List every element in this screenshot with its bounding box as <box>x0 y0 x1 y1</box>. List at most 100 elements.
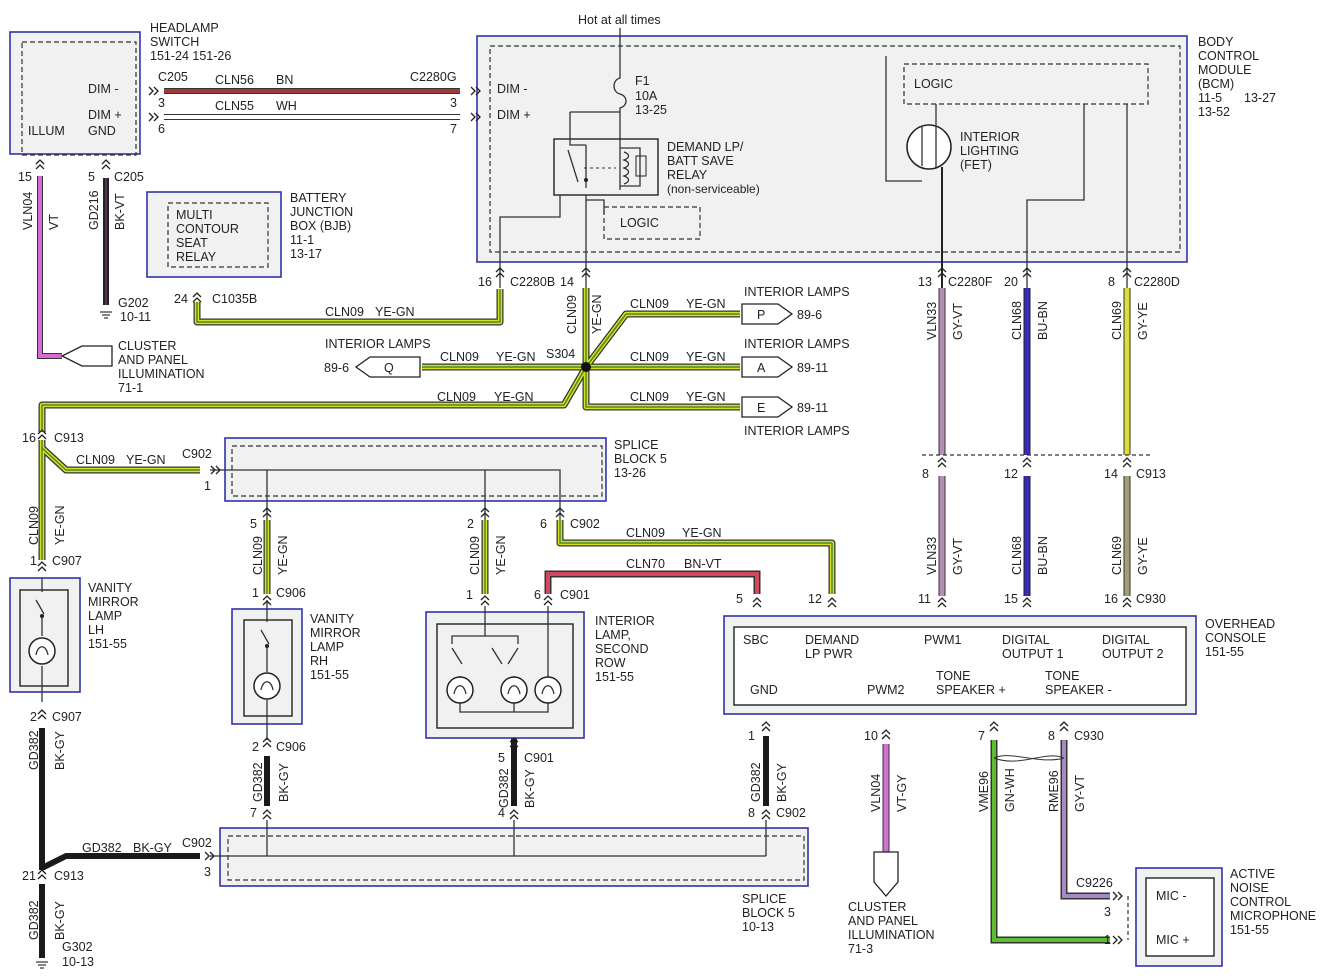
svg-text:3: 3 <box>1104 905 1111 919</box>
svg-text:PWM2: PWM2 <box>867 683 905 697</box>
svg-text:1: 1 <box>1104 933 1111 947</box>
svg-text:GD382: GD382 <box>497 768 511 808</box>
svg-text:2: 2 <box>467 517 474 531</box>
svg-text:YE-GN: YE-GN <box>590 294 604 334</box>
svg-text:3: 3 <box>204 865 211 879</box>
svg-text:LP PWR: LP PWR <box>805 647 853 661</box>
svg-text:C906: C906 <box>276 740 306 754</box>
svg-text:89-11: 89-11 <box>797 361 828 375</box>
svg-text:Q: Q <box>384 361 394 375</box>
svg-text:SPLICE: SPLICE <box>742 892 786 906</box>
svg-text:C906: C906 <box>276 586 306 600</box>
svg-text:11-5: 11-5 <box>1198 91 1222 105</box>
headlamp-switch: DIM - DIM + ILLUM GND HEADLAMP SWITCH 15… <box>9 21 231 156</box>
svg-text:DEMAND LP/: DEMAND LP/ <box>667 140 744 154</box>
svg-text:C205: C205 <box>114 170 144 184</box>
wire-cln70 <box>546 572 759 594</box>
svg-text:CLN56: CLN56 <box>215 73 254 87</box>
svg-text:LH: LH <box>88 623 104 637</box>
svg-text:G202: G202 <box>118 296 149 310</box>
vanity-mirror-lamp-rh: VANITY MIRROR LAMP RH 151-55 <box>231 600 361 740</box>
svg-text:VME96: VME96 <box>977 771 991 812</box>
svg-text:NOISE: NOISE <box>1230 881 1269 895</box>
svg-text:CLN09: CLN09 <box>630 297 669 311</box>
svg-text:VANITY: VANITY <box>310 612 355 626</box>
overhead-console: SBC DEMAND LP PWR PWM1 DIGITAL OUTPUT 1 … <box>723 615 1275 715</box>
svg-text:BATT SAVE: BATT SAVE <box>667 154 734 168</box>
svg-text:HEADLAMP: HEADLAMP <box>150 21 219 35</box>
svg-text:GD382: GD382 <box>251 762 265 802</box>
svg-text:OUTPUT 2: OUTPUT 2 <box>1102 647 1164 661</box>
svg-text:GD382: GD382 <box>749 762 763 802</box>
svg-text:11: 11 <box>918 592 931 606</box>
svg-text:SPEAKER -: SPEAKER - <box>1045 683 1112 697</box>
svg-text:2: 2 <box>252 740 259 754</box>
svg-text:AND PANEL: AND PANEL <box>848 914 918 928</box>
svg-text:CLN09: CLN09 <box>468 536 482 575</box>
svg-text:MIRROR: MIRROR <box>310 626 361 640</box>
svg-text:GN-WH: GN-WH <box>1003 768 1017 812</box>
svg-text:RME96: RME96 <box>1047 770 1061 812</box>
svg-text:6: 6 <box>540 517 547 531</box>
svg-text:BK-VT: BK-VT <box>113 193 127 230</box>
svg-text:CLN09: CLN09 <box>437 390 476 404</box>
svg-text:10-11: 10-11 <box>120 310 151 324</box>
svg-text:16: 16 <box>22 431 36 445</box>
svg-text:LAMP,: LAMP, <box>595 628 631 642</box>
svg-text:LOGIC: LOGIC <box>620 216 659 230</box>
svg-text:8: 8 <box>1108 275 1115 289</box>
svg-text:SEAT: SEAT <box>176 236 208 250</box>
svg-text:CLN09: CLN09 <box>565 295 579 334</box>
svg-text:CONSOLE: CONSOLE <box>1205 631 1266 645</box>
svg-text:5: 5 <box>250 517 257 531</box>
splice-s304-dot <box>581 362 591 372</box>
svg-text:RELAY: RELAY <box>667 168 708 182</box>
svg-text:BK-GY: BK-GY <box>53 900 67 940</box>
svg-text:CLUSTER: CLUSTER <box>848 900 906 914</box>
svg-text:GD382: GD382 <box>82 841 122 855</box>
body-control-module: DIM - DIM + BODY CONTROL MODULE (BCM) 11… <box>476 35 1276 288</box>
svg-text:151-55: 151-55 <box>310 668 349 682</box>
svg-text:C901: C901 <box>524 751 554 765</box>
svg-text:GY-VT: GY-VT <box>951 303 965 340</box>
svg-text:YE-GN: YE-GN <box>686 350 726 364</box>
svg-text:CLN68: CLN68 <box>1010 536 1024 575</box>
svg-text:5: 5 <box>498 751 505 765</box>
svg-text:LAMP: LAMP <box>310 640 344 654</box>
wire-rme96 <box>1062 740 1110 898</box>
ref-q-flag <box>354 356 421 378</box>
svg-text:INTERIOR LAMPS: INTERIOR LAMPS <box>744 285 850 299</box>
svg-text:7: 7 <box>978 729 985 743</box>
wire-vln04-a <box>37 176 62 359</box>
svg-text:DIGITAL: DIGITAL <box>1002 633 1050 647</box>
svg-text:VLN33: VLN33 <box>925 302 939 340</box>
svg-text:LAMP: LAMP <box>88 609 122 623</box>
svg-text:CLN09: CLN09 <box>626 526 665 540</box>
splice-block-upper: SPLICE BLOCK 5 13-26 <box>210 437 667 520</box>
svg-text:GND: GND <box>88 124 116 138</box>
svg-text:C930: C930 <box>1074 729 1104 743</box>
svg-text:(BCM): (BCM) <box>1198 77 1234 91</box>
svg-text:C913: C913 <box>54 431 84 445</box>
svg-text:LIGHTING: LIGHTING <box>960 144 1019 158</box>
svg-text:PWM1: PWM1 <box>924 633 962 647</box>
svg-text:BU-BN: BU-BN <box>1036 301 1050 340</box>
svg-text:ROW: ROW <box>595 656 626 670</box>
svg-text:C907: C907 <box>52 710 82 724</box>
svg-text:BLOCK 5: BLOCK 5 <box>742 906 795 920</box>
svg-text:CLN09: CLN09 <box>630 390 669 404</box>
svg-text:6: 6 <box>534 588 541 602</box>
svg-text:GD382: GD382 <box>27 900 41 940</box>
svg-text:8: 8 <box>922 467 929 481</box>
svg-text:20: 20 <box>1004 275 1018 289</box>
svg-text:DIM +: DIM + <box>497 108 531 122</box>
svg-text:WH: WH <box>276 99 297 113</box>
svg-text:YE-GN: YE-GN <box>494 390 534 404</box>
interior-lamp-second-row: INTERIOR LAMP, SECOND ROW 151-55 <box>425 606 655 739</box>
svg-text:4: 4 <box>498 806 505 820</box>
svg-text:16: 16 <box>478 275 492 289</box>
svg-text:VANITY: VANITY <box>88 581 133 595</box>
svg-text:OVERHEAD: OVERHEAD <box>1205 617 1275 631</box>
